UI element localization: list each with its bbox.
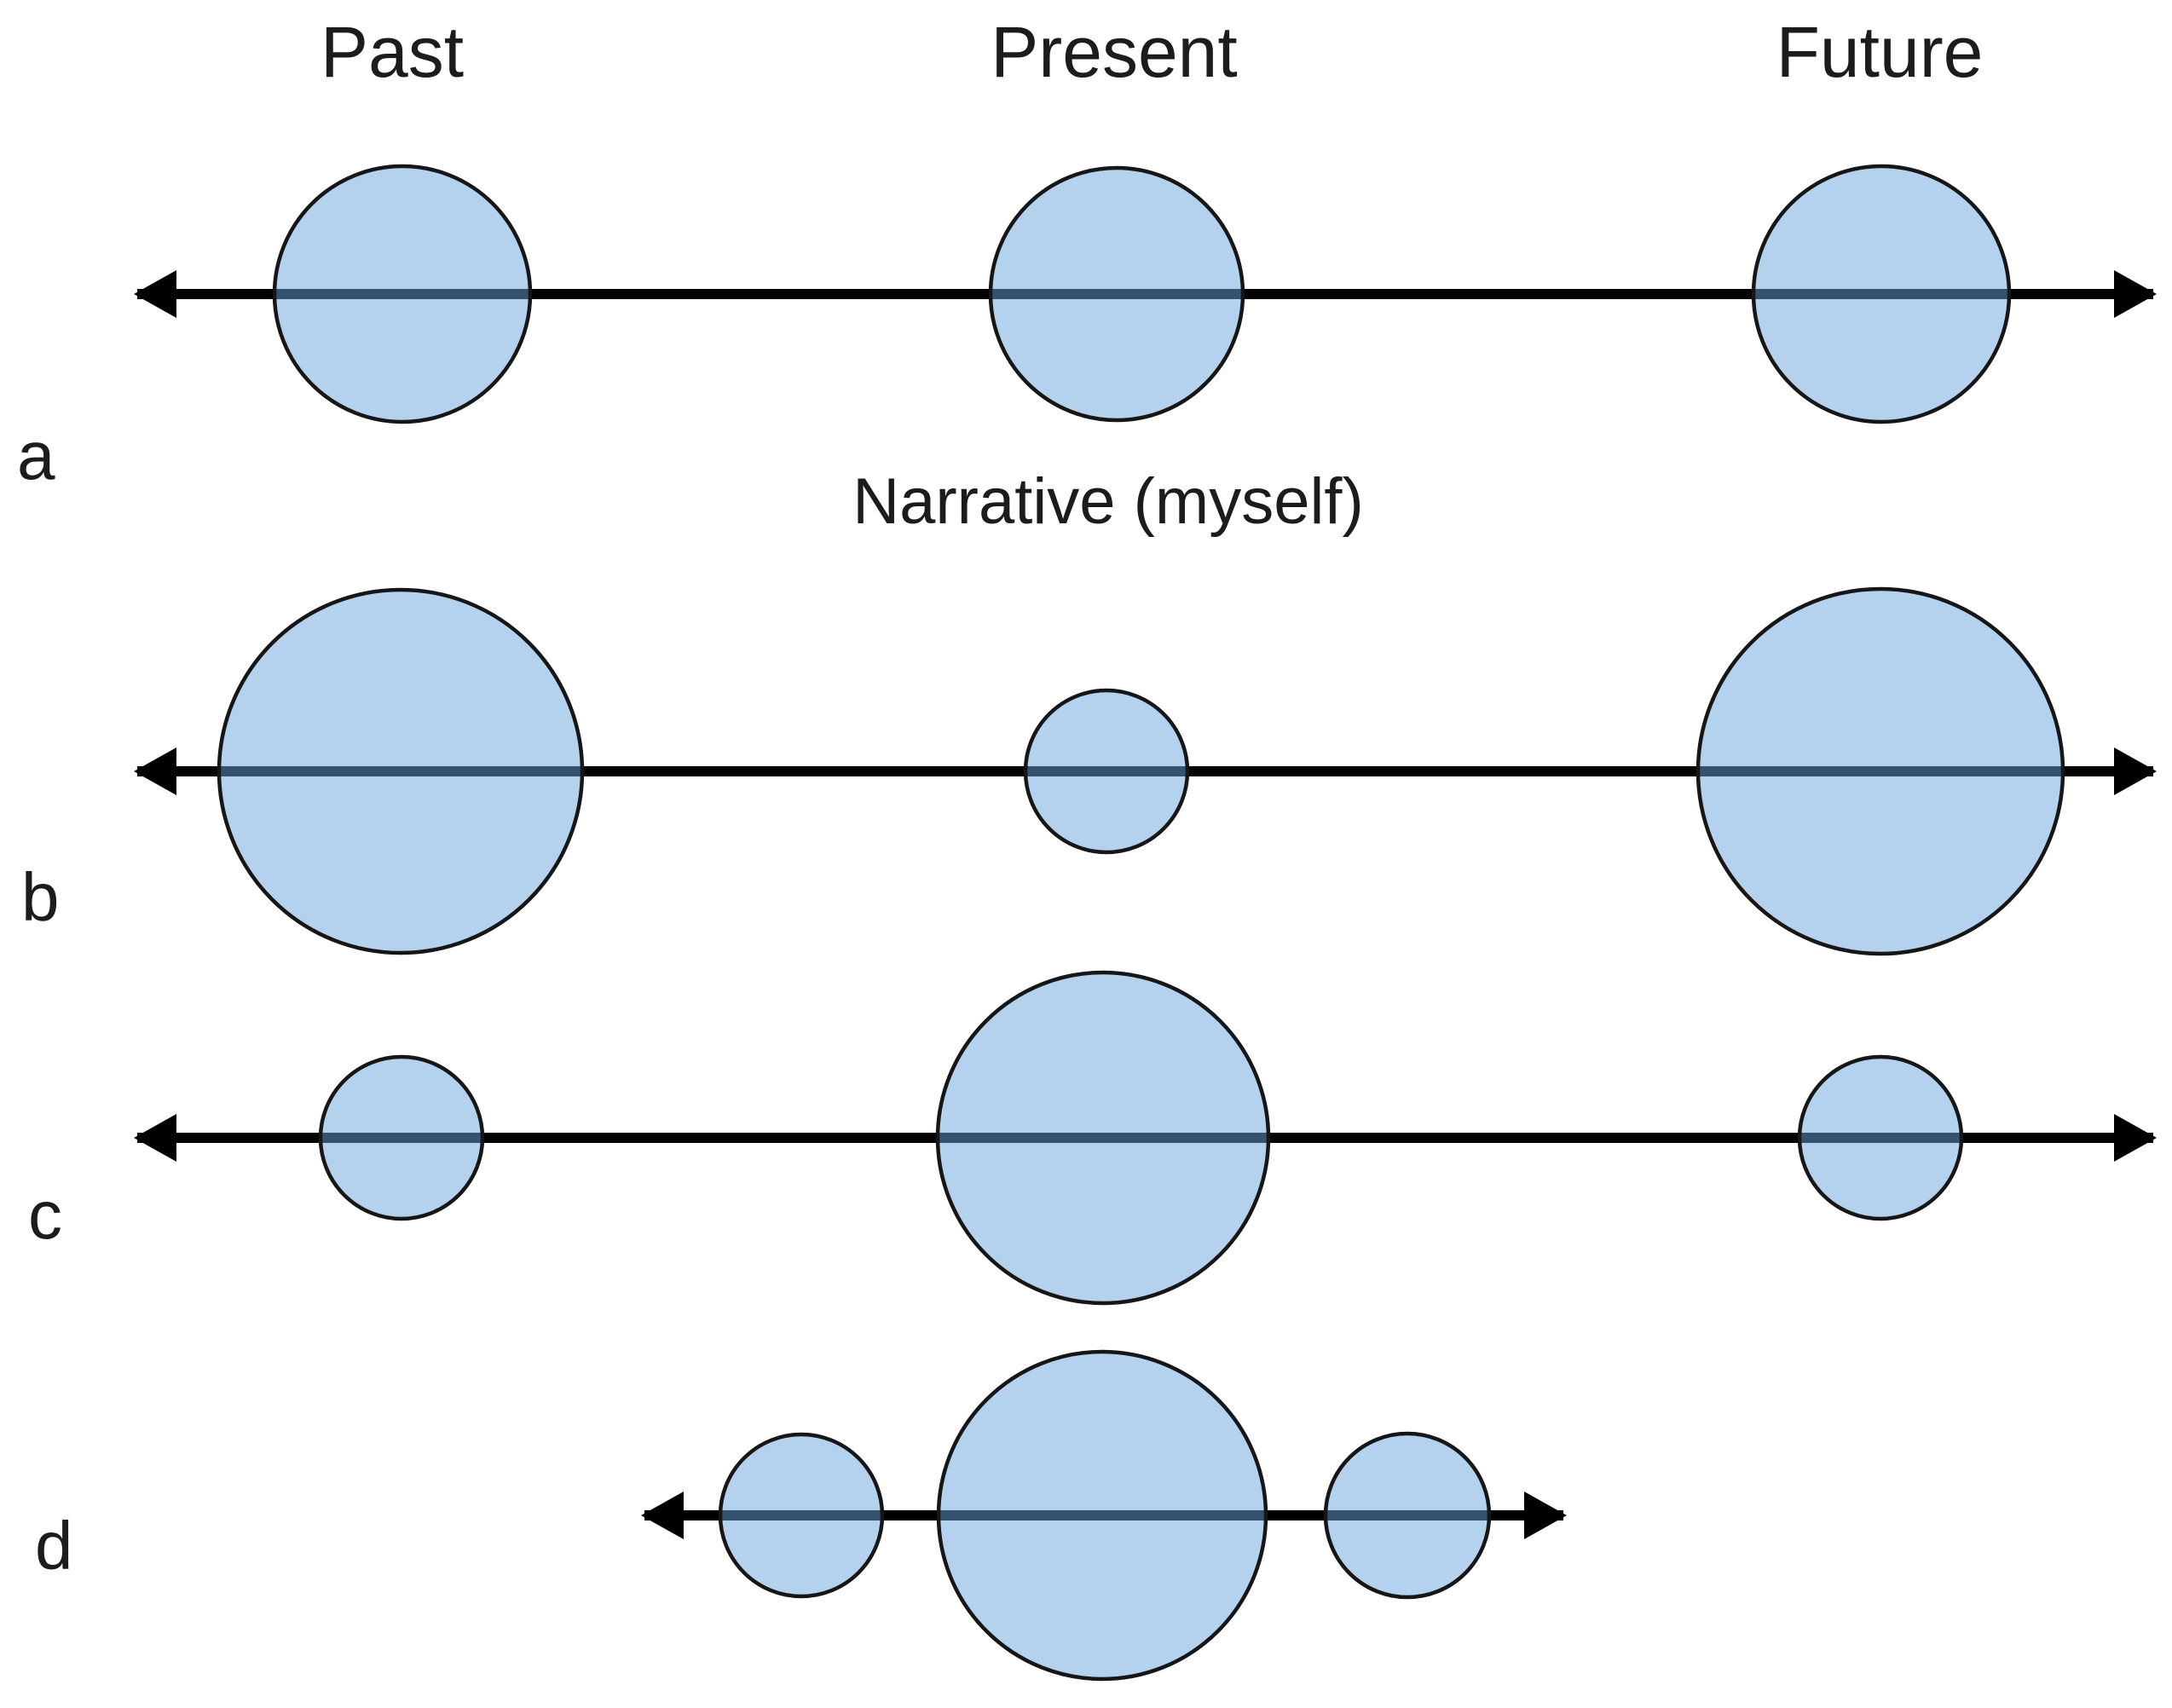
arrowhead-right-icon [1524,1492,1567,1539]
row-label-d: d [35,1508,73,1584]
narrative-annotation: Narrative (myself) [852,465,1364,538]
emphasis-circle-present [1023,688,1190,855]
timeline-row-c [134,970,2157,1306]
column-headers: Past Present Future [321,12,1983,92]
emphasis-circle-present [935,970,1271,1306]
column-header-past: Past [321,12,464,92]
emphasis-circle-present [988,165,1245,423]
emphasis-circle-future [1695,586,2065,956]
arrowhead-right-icon [2114,747,2157,795]
arrowhead-left-icon [134,1114,176,1162]
emphasis-circle-present [936,1349,1268,1682]
arrowhead-left-icon [134,270,176,318]
row-label-b: b [21,859,60,935]
timeline-row-b [134,586,2157,956]
row-label-a: a [17,418,55,493]
timeline-row-a [134,164,2157,424]
arrowhead-left-icon [134,747,176,795]
arrowhead-right-icon [2114,270,2157,318]
emphasis-circle-past [272,164,533,424]
timeline-row-d [641,1349,1567,1682]
arrowhead-left-icon [641,1492,684,1539]
emphasis-circle-past [718,1432,885,1599]
emphasis-circle-future [1797,1054,1964,1221]
emphasis-circle-future [1323,1431,1492,1600]
row-labels: a b c d [17,418,73,1584]
column-header-present: Present [991,12,1238,92]
timeline-rows [134,164,2157,1682]
row-label-c: c [28,1177,62,1253]
emphasis-circle-future [1751,164,2012,424]
emphasis-circle-past [318,1054,485,1221]
column-header-future: Future [1776,12,1984,92]
emphasis-circle-past [217,587,585,955]
arrowhead-right-icon [2114,1114,2157,1162]
